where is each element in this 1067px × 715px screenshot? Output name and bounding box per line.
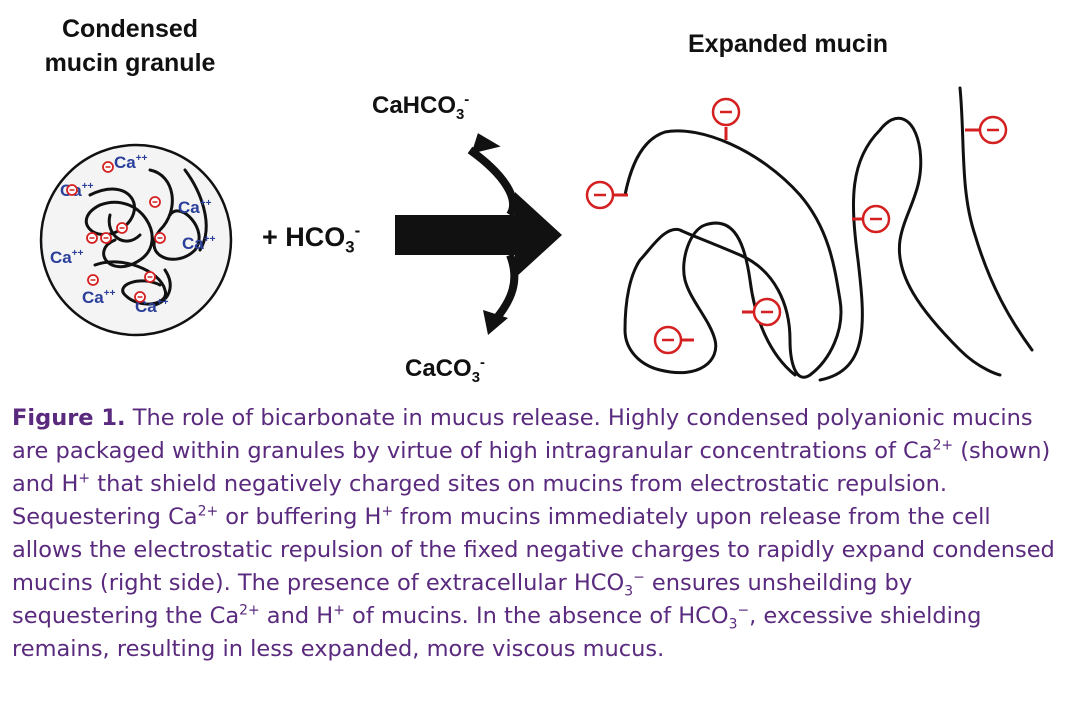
granule-title-line1: Condensed	[61, 15, 199, 43]
product-top-label: CaHCO3-	[372, 92, 470, 123]
reaction-arrow	[395, 133, 562, 335]
product-bottom-label: CaCO3-	[405, 355, 485, 386]
diagram-graphics: Ca++ Ca++ Ca++ Ca++ Ca++ Ca++ Ca++	[39, 86, 1034, 382]
figure-diagram: Condensed mucin granule Expanded mucin C…	[30, 12, 1034, 386]
figure-caption: Figure 1. The role of bicarbonate in muc…	[12, 405, 1055, 662]
reactant-label: + HCO3-	[262, 221, 361, 257]
granule-title: Condensed mucin granule	[30, 12, 230, 80]
expanded-mucin-strands	[623, 86, 1034, 382]
caption-label: Figure 1.	[12, 405, 126, 431]
expanded-negative-charges	[585, 97, 1008, 355]
granule-circle: Ca++ Ca++ Ca++ Ca++ Ca++ Ca++ Ca++	[39, 143, 233, 337]
granule-title-line2: mucin granule	[44, 49, 216, 77]
expanded-title: Expanded mucin	[688, 30, 889, 58]
